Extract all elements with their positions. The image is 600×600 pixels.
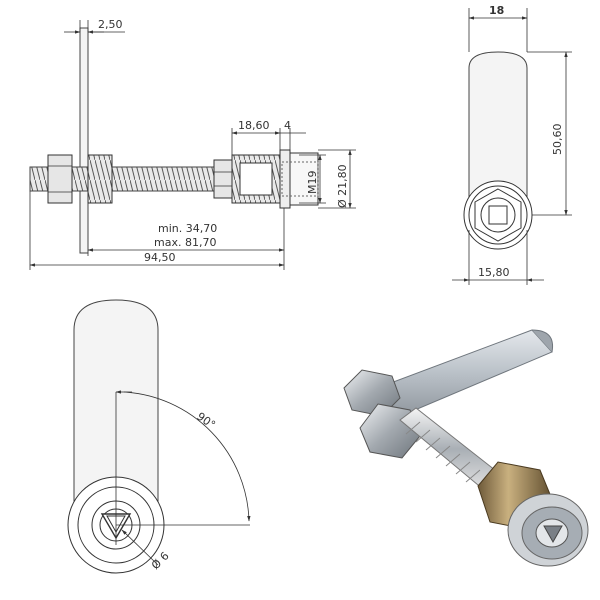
dim-total: 94,50 [144, 251, 176, 264]
dim-diameter: Ø 21,80 [336, 164, 349, 208]
dim-nut-gap: 4 [284, 119, 291, 132]
housing-flange [279, 149, 291, 209]
cam-front [468, 51, 528, 215]
front-view: 18 50,60 15,80 [452, 4, 572, 285]
dim-thread: M19 [306, 171, 319, 195]
small-nut [213, 159, 233, 199]
photo-cam-plate [371, 329, 553, 419]
dim-thread-length: 18,60 [238, 119, 270, 132]
photo-triangle-key [543, 525, 563, 544]
cam-plate [79, 27, 89, 254]
serrated-washer [87, 154, 113, 204]
hex-nut [47, 154, 73, 204]
dim-width: 18 [489, 4, 504, 17]
product-illustration [343, 329, 589, 567]
rotation-view: 90° Ø 6 [67, 299, 251, 574]
dim-cam-thickness: 2,50 [98, 18, 123, 31]
rotation-arc [123, 391, 251, 522]
dim-height: 50,60 [551, 124, 564, 156]
dim-max: max. 81,70 [154, 236, 216, 249]
dim-min: min. 34,70 [158, 222, 217, 235]
rotation-angle: 90° [194, 410, 217, 432]
side-view: 2,50 18,60 4 M19 Ø 21,80 min. 34,70 max.… [29, 18, 356, 270]
square-key [488, 205, 508, 225]
dim-bottom: 15,80 [478, 266, 510, 279]
photo-top-nut [343, 369, 401, 417]
